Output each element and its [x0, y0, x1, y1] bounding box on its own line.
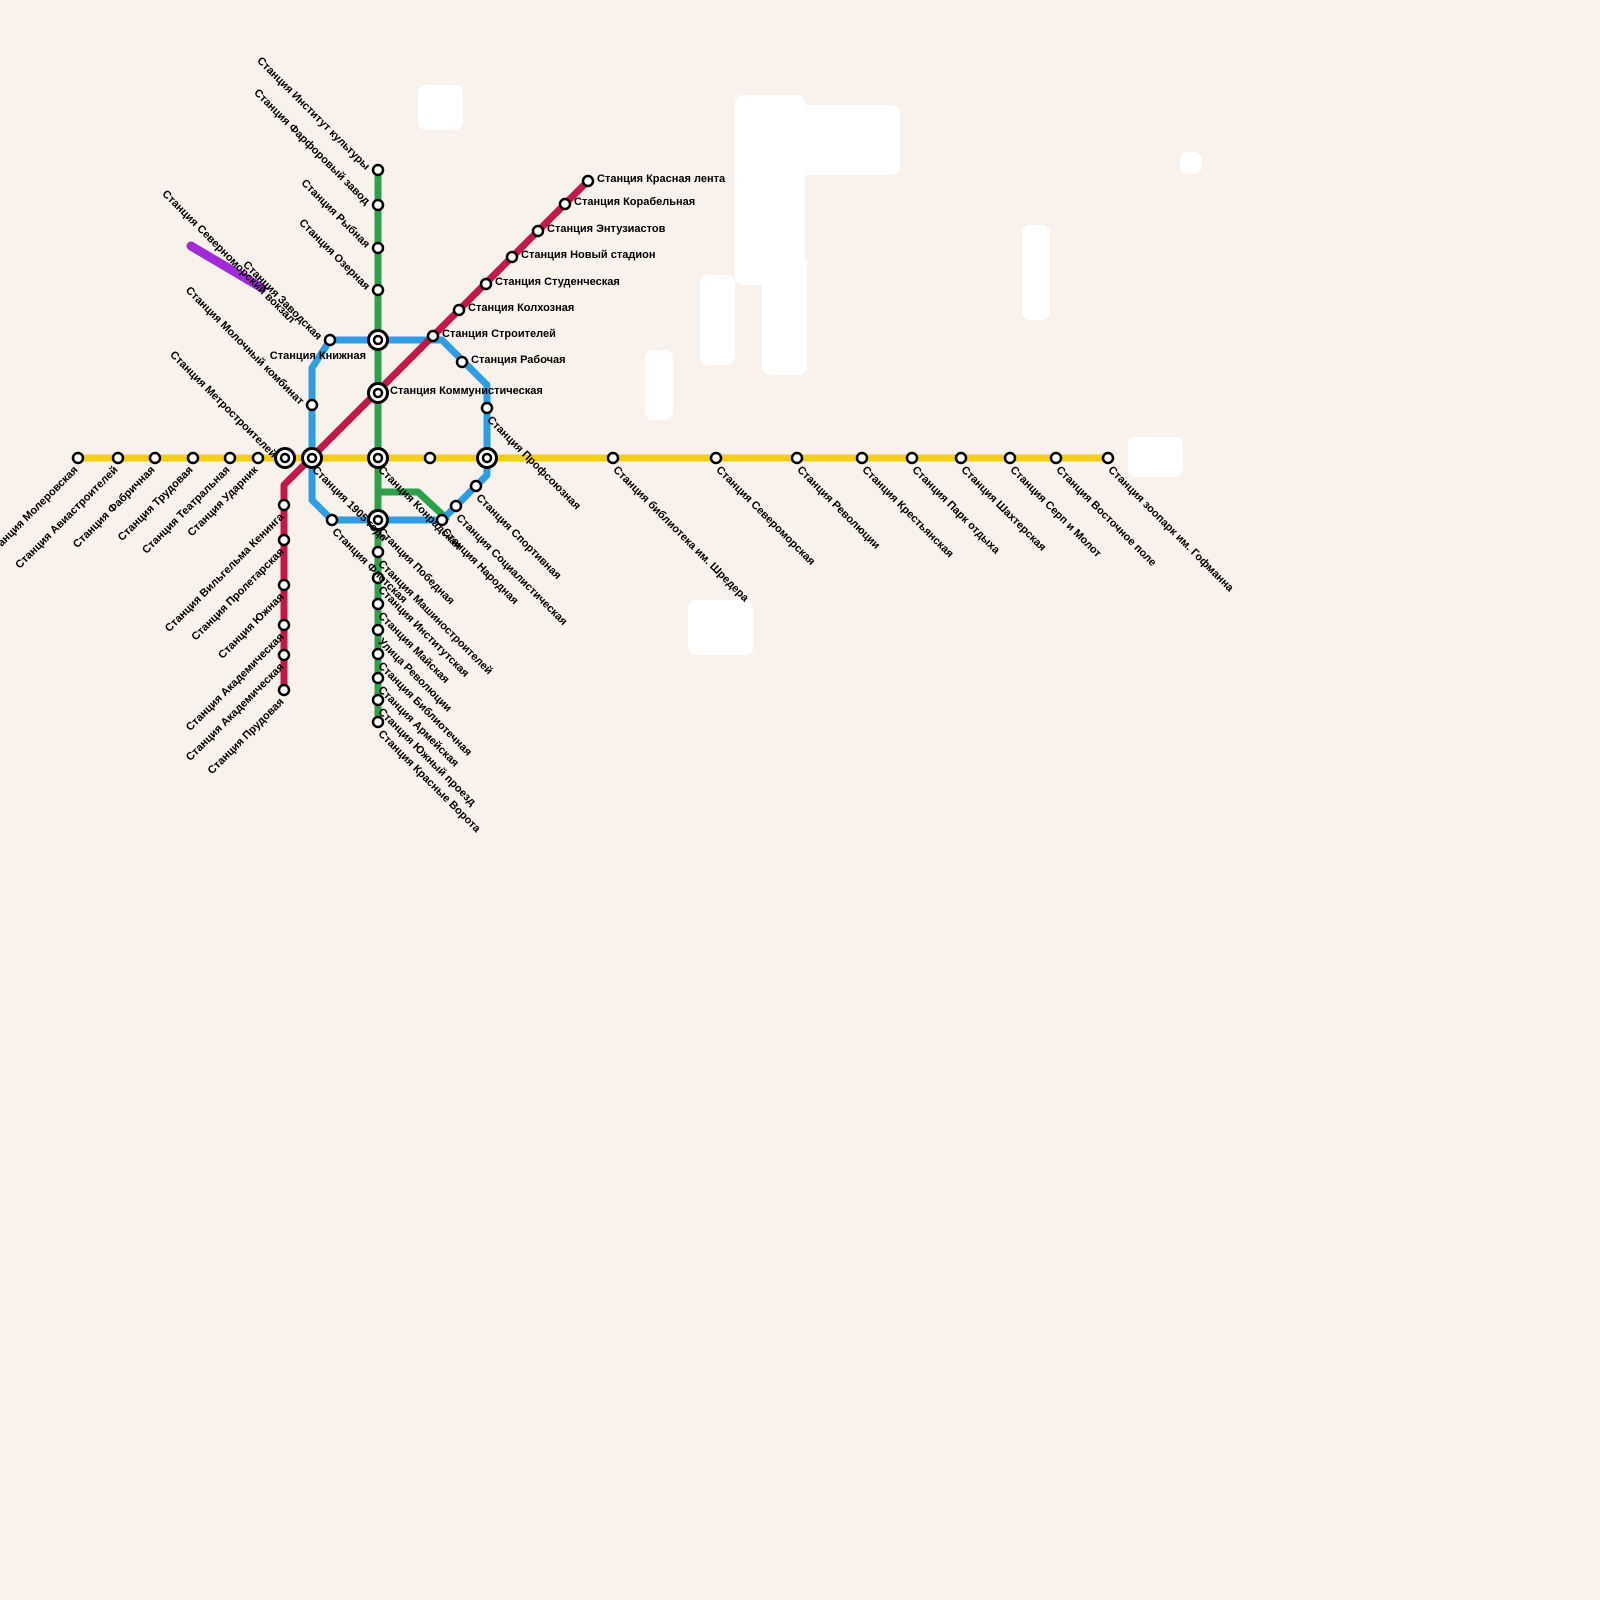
station-marker[interactable]	[371, 693, 385, 707]
station-marker[interactable]	[455, 355, 469, 369]
station-marker[interactable]	[323, 333, 337, 347]
station-marker[interactable]	[325, 513, 339, 527]
station-marker[interactable]	[790, 451, 804, 465]
map-white-patch	[1180, 152, 1202, 174]
station-marker[interactable]	[186, 451, 200, 465]
station-marker[interactable]	[277, 578, 291, 592]
station-label: Станция Энтузиастов	[547, 223, 666, 235]
station-marker[interactable]	[371, 283, 385, 297]
station-label: Станция Коммунистическая	[390, 385, 543, 397]
station-marker[interactable]	[435, 513, 449, 527]
map-white-patch	[1128, 437, 1183, 477]
station-marker[interactable]	[223, 451, 237, 465]
station-label: Станция Книжная	[269, 350, 366, 362]
station-marker[interactable]	[371, 647, 385, 661]
station-marker[interactable]	[449, 499, 463, 513]
station-marker[interactable]	[606, 451, 620, 465]
station-marker[interactable]	[277, 533, 291, 547]
station-marker[interactable]	[277, 618, 291, 632]
transfer-station-inner-ring	[372, 334, 384, 346]
station-marker[interactable]	[505, 250, 519, 264]
station-marker[interactable]	[1003, 451, 1017, 465]
station-label: Станция Студенческая	[495, 276, 620, 288]
station-marker[interactable]	[371, 163, 385, 177]
station-label: Станция Северноморский вокзал	[159, 188, 298, 326]
station-marker[interactable]	[452, 303, 466, 317]
station-marker[interactable]	[371, 545, 385, 559]
station-label: Станция Профсоюзная	[484, 414, 583, 513]
station-label: Станция Корабельная	[574, 196, 696, 208]
station-marker[interactable]	[954, 451, 968, 465]
station-marker[interactable]	[581, 174, 595, 188]
transfer-station-inner-ring	[279, 452, 291, 464]
map-white-patch	[762, 255, 807, 375]
station-marker[interactable]	[277, 498, 291, 512]
map-white-patch	[688, 600, 753, 655]
station-label: Станция Парк отдыха	[909, 464, 1002, 557]
map-white-patch	[770, 105, 900, 175]
station-marker[interactable]	[371, 671, 385, 685]
station-label: Станция Новый стадион	[521, 249, 656, 261]
station-marker[interactable]	[111, 451, 125, 465]
station-marker[interactable]	[709, 451, 723, 465]
map-white-patch	[1022, 225, 1050, 320]
green-branch-line	[374, 488, 450, 522]
station-marker[interactable]	[371, 597, 385, 611]
station-marker[interactable]	[71, 451, 85, 465]
map-white-patch	[700, 275, 735, 365]
station-label: Станция Красная лента	[597, 173, 726, 185]
map-white-patch	[645, 350, 673, 420]
station-label: Станция Шахтерская	[958, 464, 1049, 554]
station-marker[interactable]	[277, 683, 291, 697]
station-marker[interactable]	[479, 277, 493, 291]
station-marker[interactable]	[558, 197, 572, 211]
station-marker[interactable]	[277, 648, 291, 662]
station-marker[interactable]	[371, 198, 385, 212]
station-marker[interactable]	[371, 715, 385, 729]
station-marker[interactable]	[1101, 451, 1115, 465]
station-marker[interactable]	[1049, 451, 1063, 465]
station-label: Станция Серп и Молот	[1007, 464, 1104, 560]
transfer-station-inner-ring	[372, 514, 384, 526]
station-marker[interactable]	[371, 571, 385, 585]
transfer-station-inner-ring	[306, 452, 318, 464]
station-label: Станция Строителей	[442, 328, 556, 340]
station-marker[interactable]	[423, 451, 437, 465]
station-label: Станция Рабочая	[471, 354, 566, 366]
station-marker[interactable]	[855, 451, 869, 465]
station-marker[interactable]	[251, 451, 265, 465]
station-label: Станция Флотская	[329, 526, 410, 606]
transfer-station-inner-ring	[481, 452, 493, 464]
transfer-station-inner-ring	[372, 452, 384, 464]
station-label: Станция Озерная	[296, 216, 372, 293]
station-marker[interactable]	[305, 398, 319, 412]
station-marker[interactable]	[148, 451, 162, 465]
station-marker[interactable]	[371, 623, 385, 637]
station-marker[interactable]	[531, 224, 545, 238]
purple-line	[186, 241, 267, 293]
station-marker[interactable]	[480, 401, 494, 415]
station-marker[interactable]	[469, 479, 483, 493]
station-marker[interactable]	[371, 241, 385, 255]
map-white-patch	[418, 85, 463, 130]
station-marker[interactable]	[905, 451, 919, 465]
station-marker[interactable]	[426, 329, 440, 343]
transfer-station-inner-ring	[372, 387, 384, 399]
station-label: Станция Колхозная	[468, 302, 575, 314]
